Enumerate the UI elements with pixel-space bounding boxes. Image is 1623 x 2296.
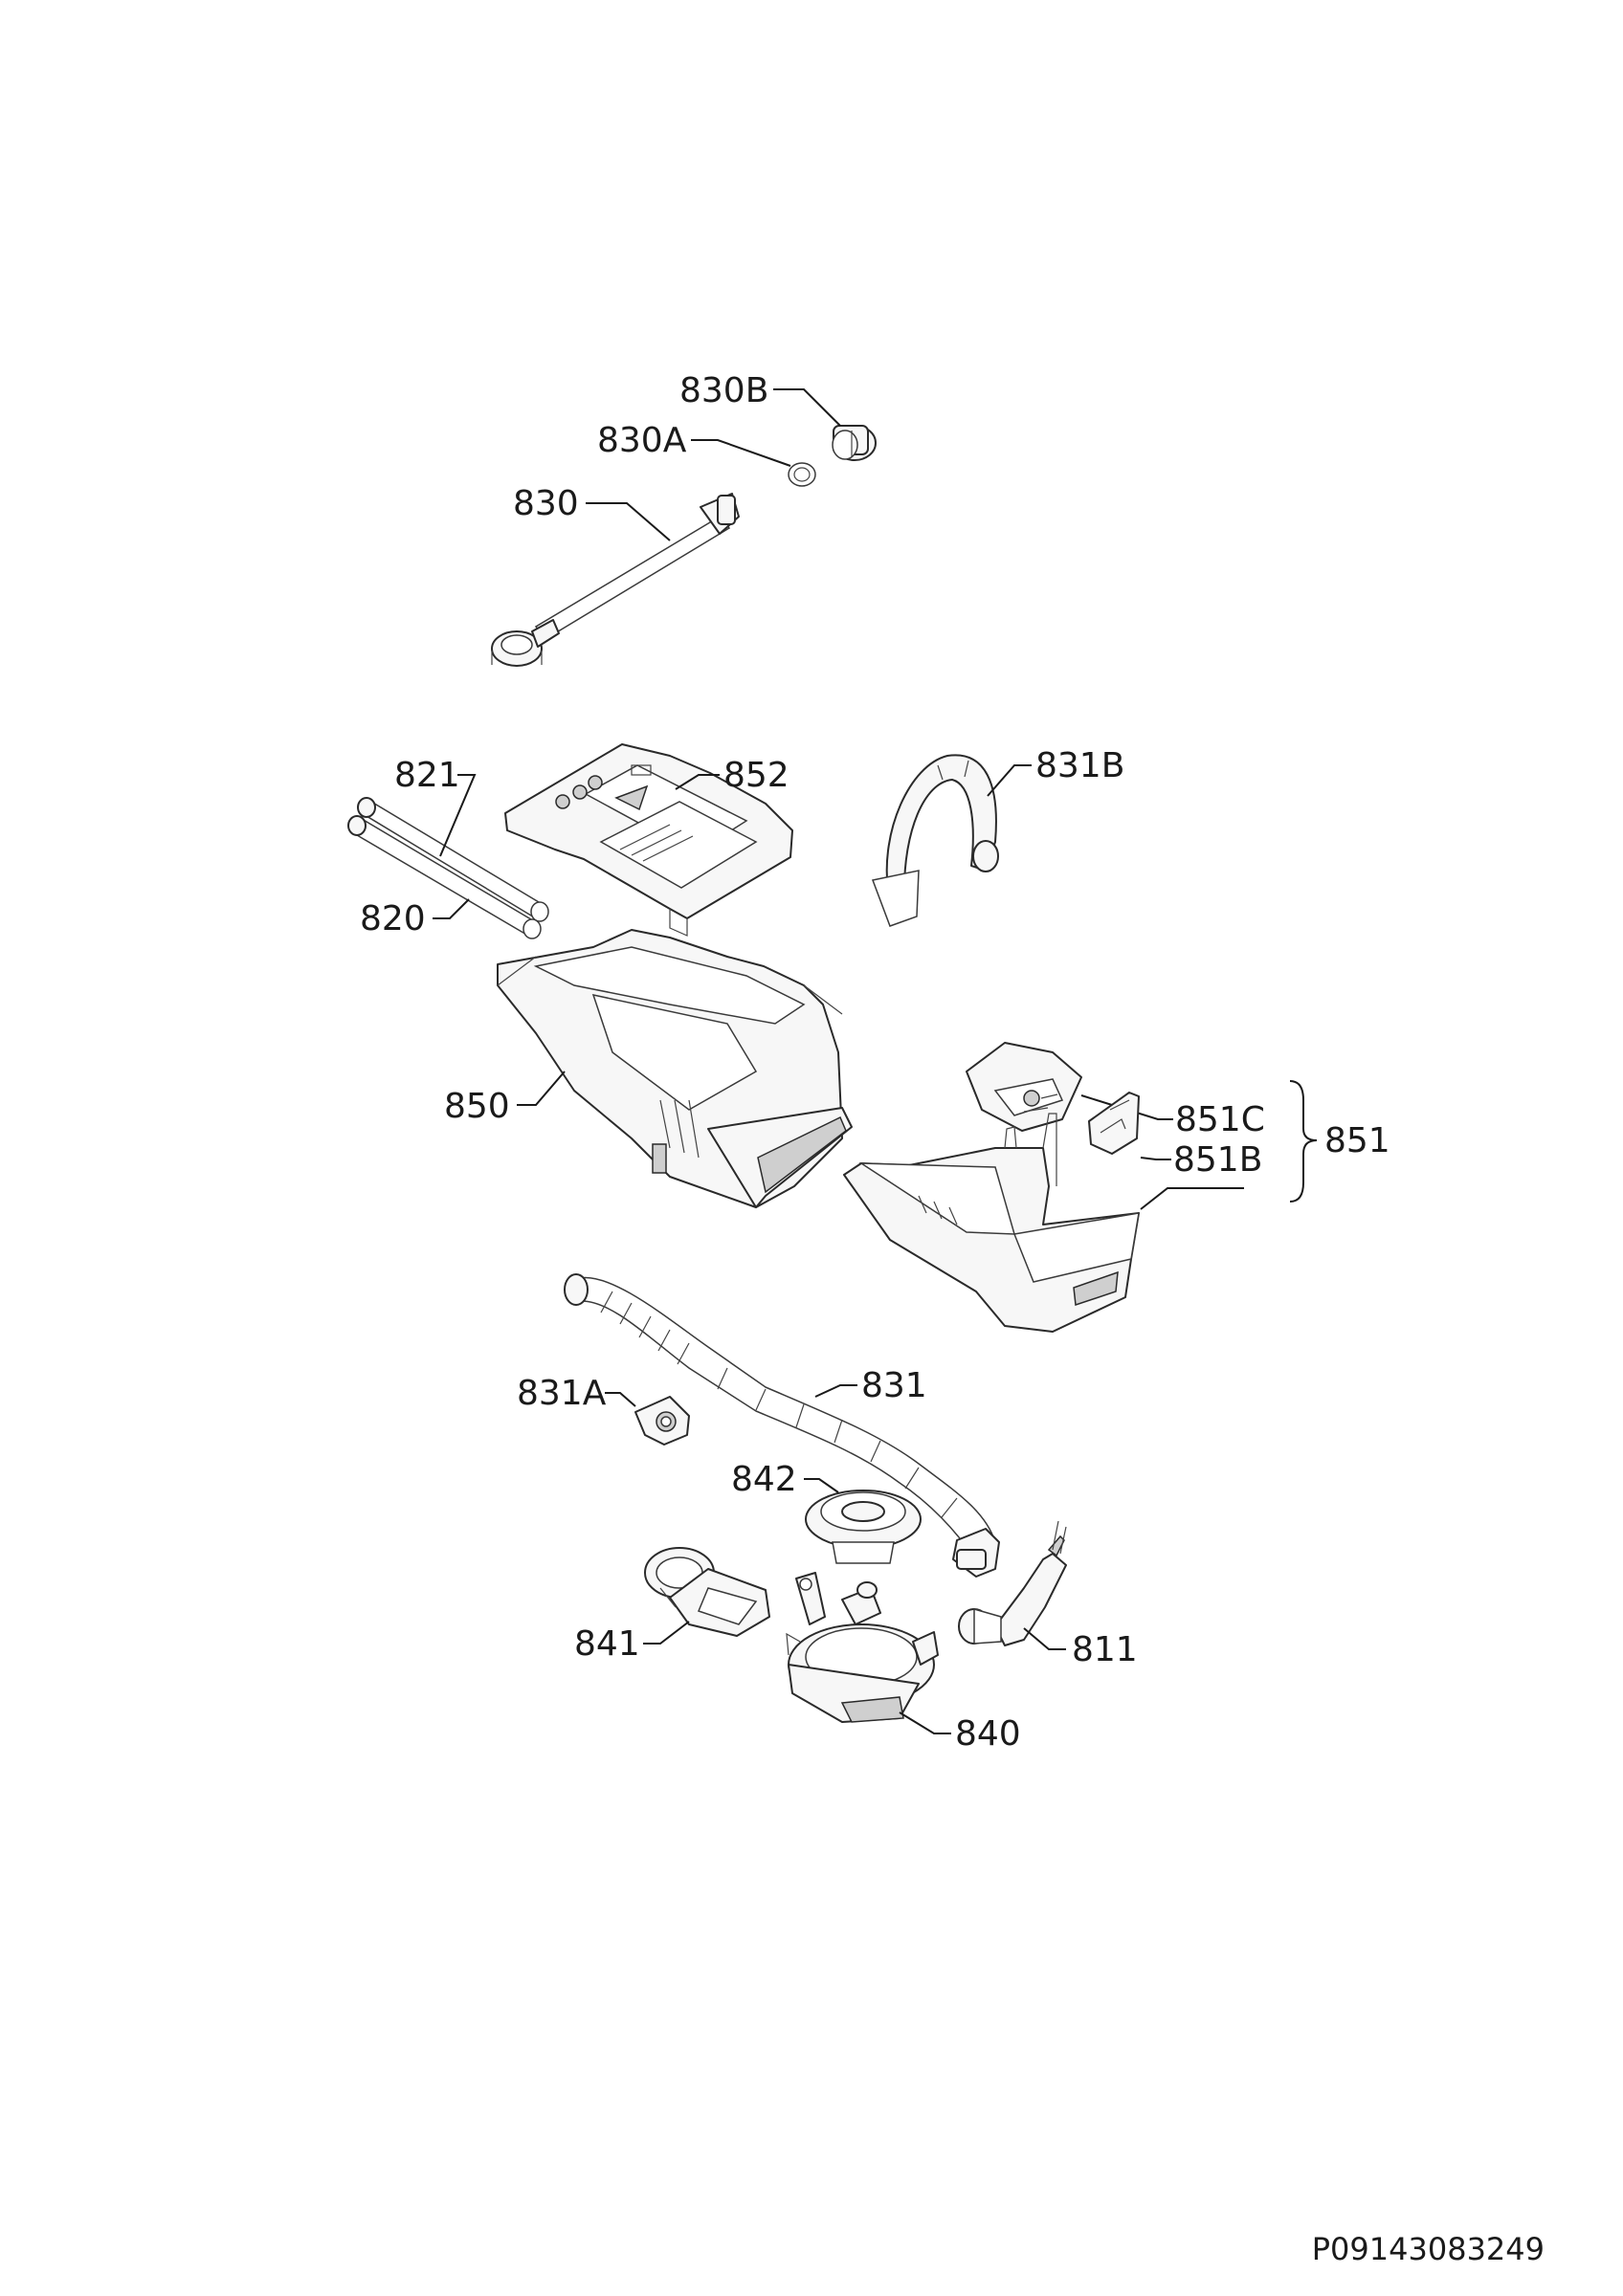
- leader-842: [804, 1478, 839, 1493]
- label-820: 820: [360, 899, 426, 938]
- part-830B-coupling: [832, 425, 877, 461]
- part-830-inlet-hose: [491, 493, 740, 667]
- leader-852: [675, 774, 720, 790]
- label-841: 841: [574, 1624, 640, 1664]
- part-831-drain-hose: [564, 1273, 1000, 1578]
- label-830A: 830A: [597, 421, 687, 460]
- part-842-filter-cap: [805, 1490, 922, 1564]
- part-831A-clip: [634, 1396, 690, 1446]
- leader-820: [433, 898, 470, 919]
- leader-831A: [605, 1392, 636, 1407]
- label-821: 821: [394, 756, 460, 795]
- part-840-pump-housing: [786, 1572, 939, 1723]
- label-840: 840: [955, 1714, 1021, 1754]
- leader-851C: [1080, 1094, 1173, 1120]
- label-850: 850: [444, 1087, 510, 1126]
- part-820-821-tubes: [347, 797, 549, 939]
- part-851B-flap: [1088, 1092, 1140, 1155]
- leader-830A: [691, 439, 791, 467]
- label-831B: 831B: [1035, 746, 1124, 785]
- label-830B: 830B: [679, 371, 768, 410]
- label-851: 851: [1324, 1121, 1390, 1160]
- part-841-filter: [644, 1547, 770, 1637]
- leader-830B: [773, 388, 841, 427]
- label-830: 830: [513, 484, 579, 523]
- label-851B: 851B: [1173, 1140, 1262, 1180]
- leader-831B: [987, 764, 1032, 797]
- leader-821: [439, 774, 477, 857]
- part-850-dispenser-housing: [497, 929, 853, 1208]
- part-830A-oring: [788, 462, 816, 487]
- leader-850: [517, 1071, 566, 1106]
- document-code: P09143083249: [1311, 2231, 1545, 2267]
- bracket-851: [1289, 1080, 1318, 1203]
- leader-831: [814, 1384, 857, 1398]
- part-852-dispenser-lid: [504, 743, 793, 937]
- label-842: 842: [731, 1460, 797, 1499]
- part-851C-siphon-cap: [966, 1042, 1082, 1132]
- leader-811: [1023, 1627, 1066, 1650]
- label-831: 831: [861, 1366, 927, 1405]
- label-851C: 851C: [1175, 1100, 1265, 1139]
- leader-840: [899, 1711, 951, 1734]
- part-811-hose: [958, 1520, 1067, 1646]
- label-831A: 831A: [517, 1374, 607, 1413]
- part-831B-hose-guide: [871, 754, 999, 927]
- leader-851: [1140, 1187, 1244, 1210]
- leader-841: [643, 1621, 690, 1645]
- label-811: 811: [1072, 1630, 1138, 1669]
- part-851-detergent-drawer: [843, 1113, 1140, 1333]
- leader-830: [586, 502, 671, 541]
- leader-851B: [1140, 1157, 1171, 1160]
- label-852: 852: [723, 756, 789, 795]
